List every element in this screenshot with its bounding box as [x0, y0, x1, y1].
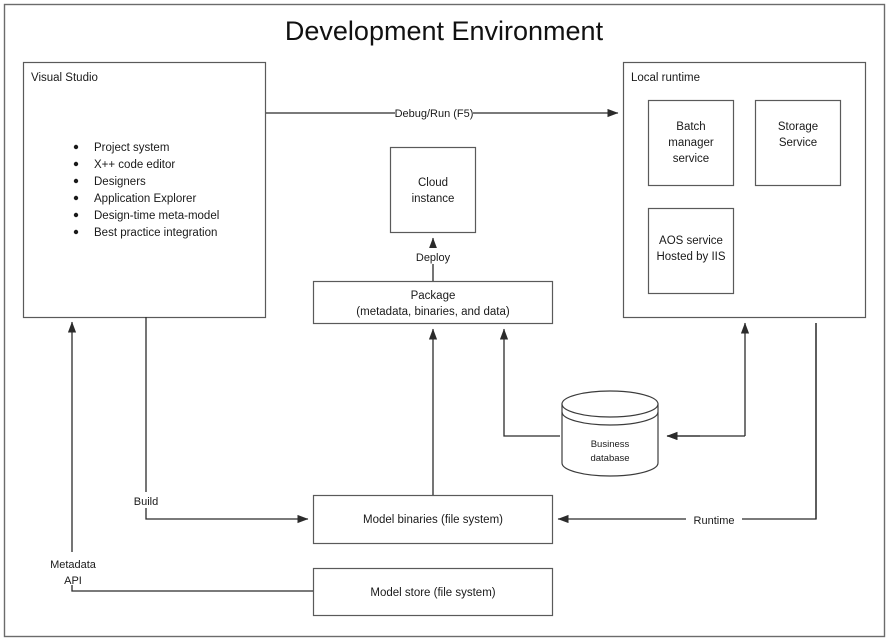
edge-label-backdrop [686, 511, 742, 527]
bullet-dot [73, 161, 79, 167]
storage-service-line-0: Storage [778, 121, 818, 133]
bullet-dot [73, 144, 79, 150]
edge-debug-run-label: Debug/Run (F5) [395, 108, 474, 120]
cloud-instance-line-1: instance [412, 193, 455, 205]
edge-metadata-api [67, 321, 313, 592]
package-box [312, 280, 554, 325]
batch-manager-service-box [647, 99, 735, 187]
batch-manager-service-line-0: Batch [676, 121, 705, 133]
edge-label-backdrop [410, 248, 458, 264]
diagram-outer-frame [3, 3, 886, 638]
storage-service-box [754, 99, 842, 187]
business-database-rim [561, 411, 659, 426]
edge-metadata-api-label-line-1: Metadata [50, 559, 97, 571]
visual-studio-bullet-2: Designers [94, 176, 146, 188]
visual-studio-container [22, 61, 267, 319]
business-database-body [561, 403, 659, 477]
edge-metadata-api-label-line-2: API [64, 575, 82, 587]
visual-studio-bullet-5: Best practice integration [94, 227, 217, 239]
batch-manager-service-line-2: service [673, 153, 709, 165]
visual-studio-bullet-4: Design-time meta-model [94, 210, 219, 222]
aos-service-box [647, 207, 735, 295]
edge-label-backdrop [40, 552, 106, 585]
edge-build [145, 317, 309, 524]
business-database-line-0: Business [591, 439, 630, 450]
model-binaries-label: Model binaries (file system) [363, 514, 503, 526]
visual-studio-label: Visual Studio [31, 72, 98, 84]
model-store-label: Model store (file system) [370, 587, 495, 599]
batch-manager-service-line-1: manager [668, 137, 714, 149]
page-title: Development Environment [285, 16, 604, 46]
edge-build-label: Build [134, 496, 158, 508]
business-database-node: Business database [561, 390, 659, 477]
bullet-dot [73, 229, 79, 235]
edge-database-to-package [499, 328, 560, 437]
aos-service-line-0: AOS service [659, 235, 723, 247]
visual-studio-bullet-3: Application Explorer [94, 193, 196, 205]
visual-studio-bullet-0: Project system [94, 142, 169, 154]
business-database-top [561, 390, 659, 418]
local-runtime-label: Local runtime [631, 72, 700, 84]
aos-service-line-1: Hosted by IIS [656, 251, 725, 263]
bullet-dot [73, 195, 79, 201]
package-line-0: Package [411, 290, 456, 302]
edge-deploy-label: Deploy [416, 252, 451, 264]
business-database-line-1: database [590, 453, 629, 464]
bullet-dot [73, 178, 79, 184]
edge-label-backdrop [395, 104, 473, 120]
edge-runtime-label: Runtime [694, 515, 735, 527]
model-binaries-box [312, 494, 554, 545]
bullet-dot [73, 212, 79, 218]
package-line-1: (metadata, binaries, and data) [356, 306, 510, 318]
visual-studio-bullet-1: X++ code editor [94, 159, 175, 171]
model-store-box [312, 567, 554, 617]
cloud-instance-line-0: Cloud [418, 177, 448, 189]
cloud-instance-box [389, 146, 477, 234]
edge-label-backdrop [124, 492, 168, 508]
storage-service-line-1: Service [779, 137, 817, 149]
